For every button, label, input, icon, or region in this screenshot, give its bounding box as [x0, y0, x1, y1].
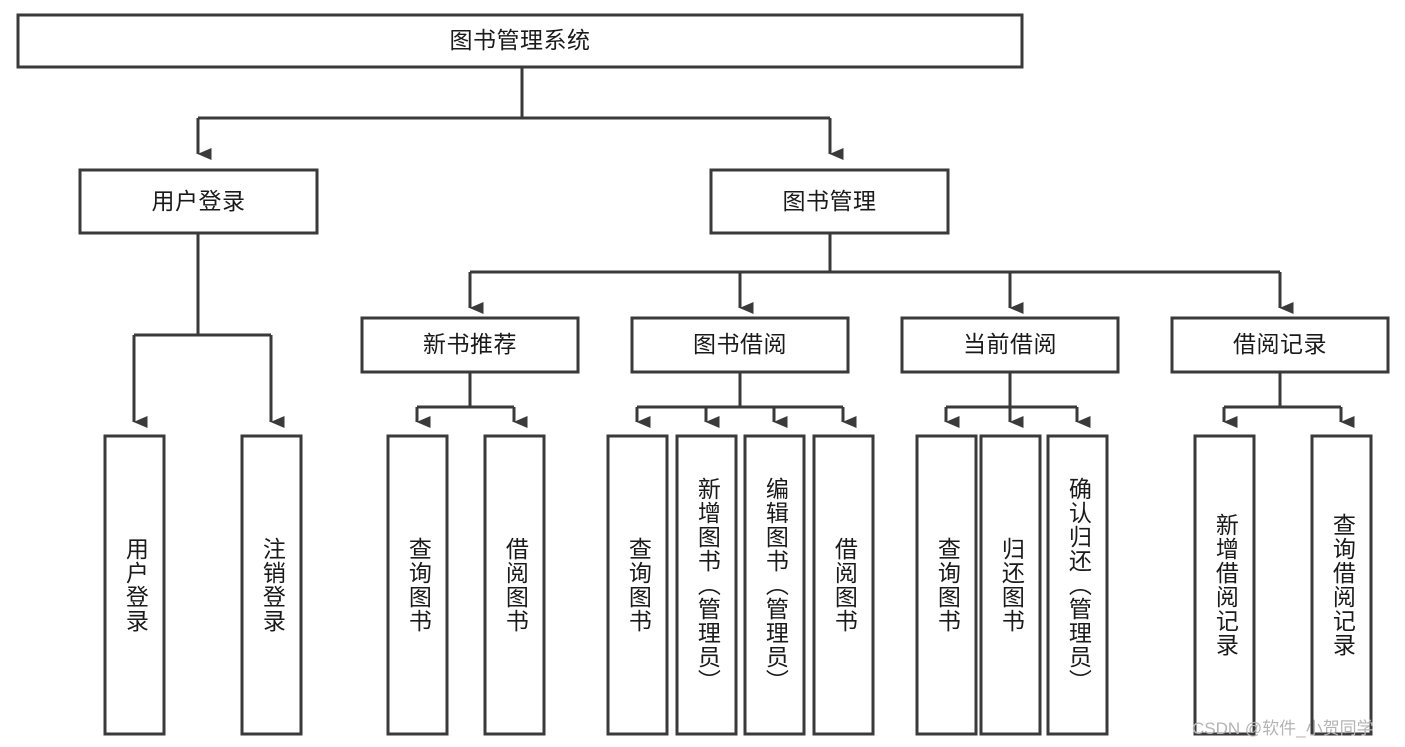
node-leaf-return-book-box[interactable] — [979, 434, 1042, 736]
node-root-box[interactable] — [16, 13, 1024, 69]
node-leaf-confirm-return-box[interactable] — [1046, 434, 1109, 736]
node-leaf-user-login-box[interactable] — [103, 434, 166, 736]
node-leaf-borrow-book-2-box[interactable] — [812, 434, 875, 736]
node-leaf-add-book-box[interactable] — [675, 434, 738, 736]
node-leaf-add-record-box[interactable] — [1193, 434, 1256, 736]
node-leaf-query-book-3-box[interactable] — [915, 434, 978, 736]
node-leaf-query-book-2-box[interactable] — [606, 434, 669, 736]
node-leaf-edit-book-box[interactable] — [743, 434, 806, 736]
node-user-login-box[interactable] — [78, 168, 319, 235]
node-borrow-record-box[interactable] — [1170, 316, 1390, 374]
node-leaf-borrow-book-1-box[interactable] — [483, 434, 546, 736]
node-leaf-query-book-1-box[interactable] — [386, 434, 449, 736]
node-book-borrow-box[interactable] — [630, 316, 850, 374]
node-book-manage-box[interactable] — [709, 168, 950, 235]
node-leaf-logout-login-box[interactable] — [240, 434, 303, 736]
node-leaf-query-record-box[interactable] — [1310, 434, 1373, 736]
node-new-book-recommend-box[interactable] — [360, 316, 580, 374]
node-current-borrow-box[interactable] — [900, 316, 1120, 374]
